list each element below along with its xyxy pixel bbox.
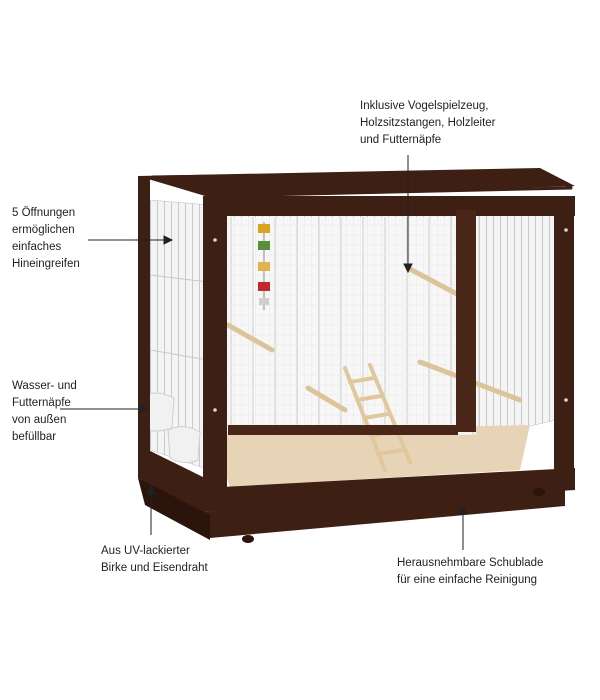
- annotation-arrows: [60, 155, 468, 550]
- bird-toy: [258, 222, 270, 310]
- cage-front-wire: [226, 217, 476, 435]
- cage-right-side: [477, 201, 557, 439]
- openings-annotation: 5 Öffnungen ermöglichen einfaches Hinein…: [12, 205, 80, 273]
- material-line-1: Aus UV-lackierter: [101, 545, 190, 557]
- wooden-frame: [138, 168, 575, 540]
- accessories-line-1: Inklusive Vogelspielzeug,: [360, 100, 489, 112]
- material-line-2: Birke und Eisendraht: [101, 562, 208, 574]
- drawer-line-1: Herausnehmbare Schublade: [397, 557, 544, 569]
- openings-line-3: einfaches: [12, 241, 62, 253]
- cage-feet: [242, 488, 545, 543]
- feeders-line-1: Wasser- und: [12, 380, 77, 392]
- cage-floor: [212, 425, 530, 487]
- openings-line-1: 5 Öffnungen: [12, 207, 76, 219]
- feeders-line-3: von außen: [12, 414, 67, 426]
- feeders-annotation: Wasser- und Futternäpfe von außen befüll…: [12, 378, 77, 446]
- material-annotation: Aus UV-lackierter Birke und Eisendraht: [101, 543, 208, 577]
- accessories-annotation: Inklusive Vogelspielzeug, Holzsitzstange…: [360, 98, 496, 149]
- feeders-line-4: befüllbar: [12, 431, 57, 443]
- openings-line-2: ermöglichen: [12, 224, 75, 236]
- accessories-line-2: Holzsitzstangen, Holzleiter: [360, 117, 496, 129]
- feeders-line-2: Futternäpfe: [12, 397, 71, 409]
- accessories-line-3: und Futternäpfe: [360, 134, 442, 146]
- drawer-annotation: Herausnehmbare Schublade für eine einfac…: [397, 555, 543, 589]
- drawer-line-2: für eine einfache Reinigung: [397, 574, 538, 586]
- frame-screws: [213, 228, 568, 412]
- openings-line-4: Hineingreifen: [12, 258, 80, 270]
